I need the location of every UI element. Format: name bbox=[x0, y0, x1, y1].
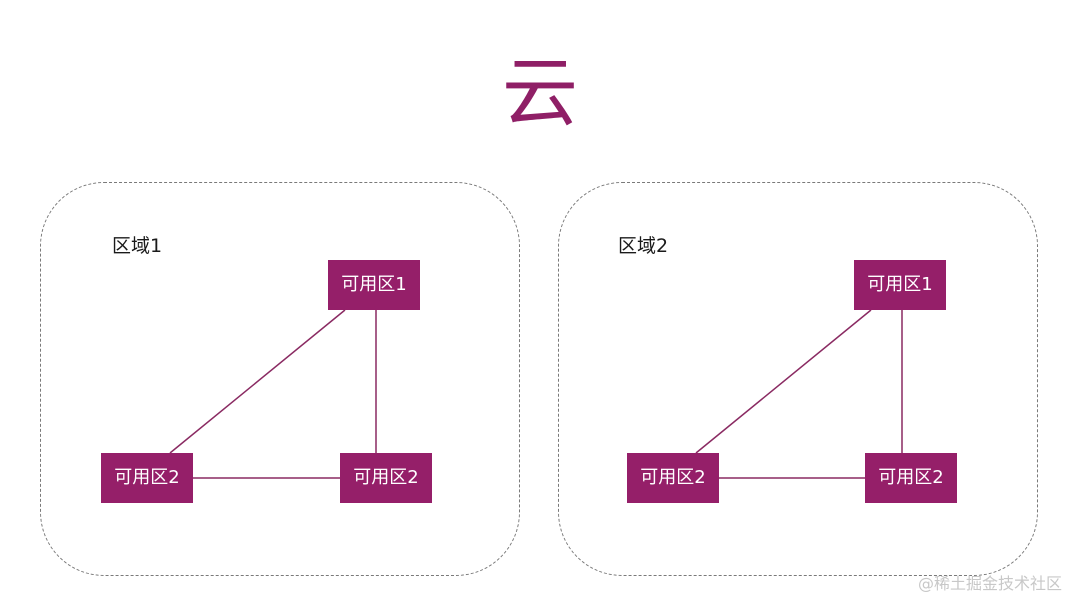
region-1-zone-bottom-left: 可用区2 bbox=[101, 453, 193, 503]
region-2-zone-top: 可用区1 bbox=[854, 260, 946, 310]
diagram-title: 云 bbox=[502, 48, 578, 137]
r1-link-top-left bbox=[169, 309, 346, 454]
region-2-zone-bottom-right: 可用区2 bbox=[865, 453, 957, 503]
region-2-zone-bottom-left: 可用区2 bbox=[627, 453, 719, 503]
watermark: @稀土掘金技术社区 bbox=[917, 574, 1062, 593]
region-container-1 bbox=[40, 182, 520, 576]
region-1-zone-bottom-right: 可用区2 bbox=[340, 453, 432, 503]
region-label-1: 区域1 bbox=[112, 235, 163, 257]
region-container-2 bbox=[558, 182, 1038, 576]
r2-link-top-left bbox=[695, 309, 872, 454]
region-1-zone-top: 可用区1 bbox=[328, 260, 420, 310]
region-label-2: 区域2 bbox=[618, 235, 669, 257]
